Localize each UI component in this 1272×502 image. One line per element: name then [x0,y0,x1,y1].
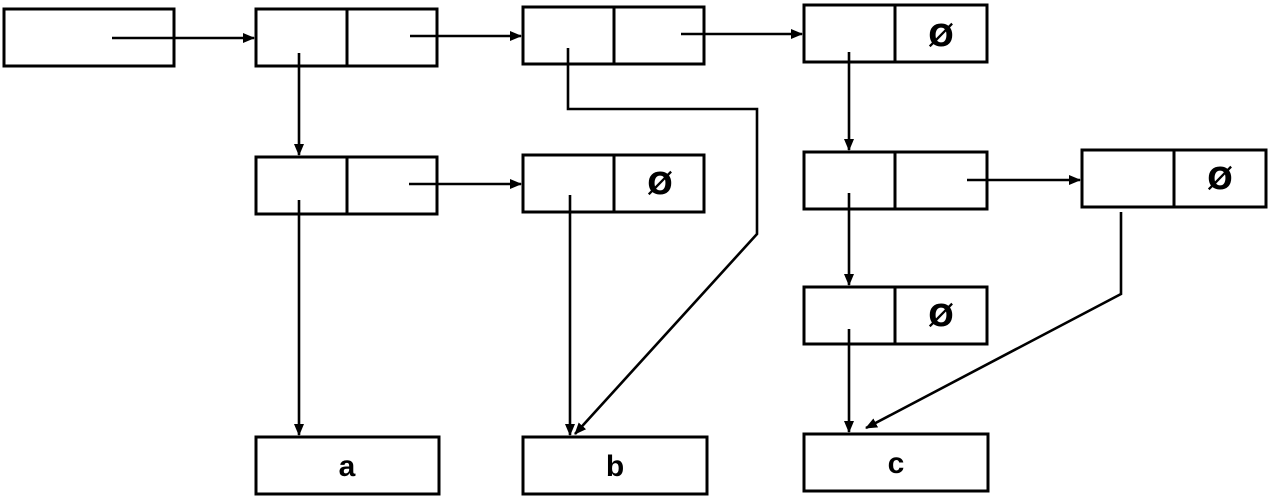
nil-symbol: Ø [928,19,954,54]
cons-cell-lower: Ø [802,285,989,346]
cons-cell-top-1 [254,7,439,68]
nil-symbol: Ø [647,167,673,202]
cons-cell-top-2 [521,5,706,66]
nil-symbol: Ø [1207,162,1233,197]
atom-label-c: c [888,447,905,480]
atom-label-a: a [339,450,356,483]
cons-cell-mid-left-1 [254,155,439,216]
pointer-arrow [566,48,759,435]
cons-cell-top-3: Ø [802,3,989,64]
atom-label-b: b [606,450,624,483]
nil-symbol: Ø [928,299,954,334]
atom-box-b: b [521,435,709,496]
cons-cell-mid-left-2: Ø [521,153,706,214]
atom-box-a: a [254,435,441,496]
cons-cell-mid-right-2: Ø [1080,148,1268,209]
pointer-arrow [865,212,1123,430]
atom-box-c: c [802,432,990,493]
cons-cell-mid-right-1 [802,150,989,211]
